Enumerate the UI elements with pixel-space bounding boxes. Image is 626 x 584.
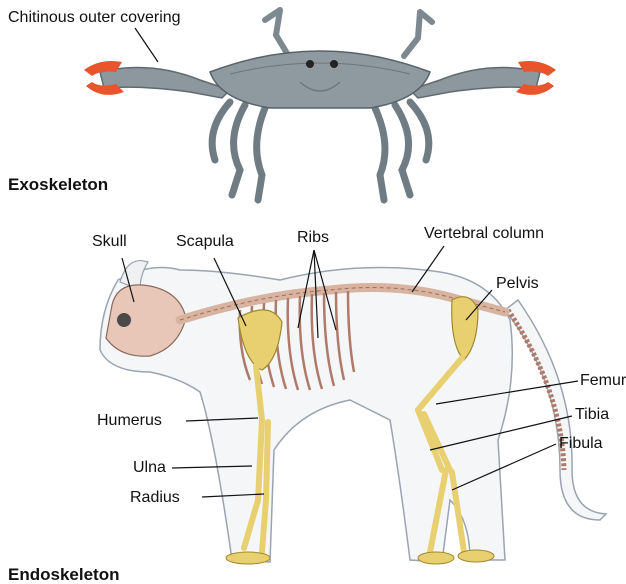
label-ribs: Ribs — [297, 230, 329, 246]
label-humerus: Humerus — [97, 413, 162, 429]
heading-endoskeleton: Endoskeleton — [8, 566, 119, 583]
label-skull: Skull — [92, 234, 127, 250]
label-vertebral-column: Vertebral column — [424, 226, 544, 242]
label-chitinous-outer-covering: Chitinous outer covering — [8, 10, 181, 26]
label-tibia: Tibia — [575, 407, 609, 423]
label-femur: Femur — [580, 373, 626, 389]
label-pelvis: Pelvis — [496, 276, 539, 292]
crab-eye-right — [330, 60, 338, 68]
crab-eye-left — [306, 60, 314, 68]
label-fibula: Fibula — [559, 436, 603, 452]
label-radius: Radius — [130, 490, 180, 506]
label-ulna: Ulna — [133, 460, 166, 476]
heading-exoskeleton: Exoskeleton — [8, 176, 108, 193]
leader-outer-covering — [135, 28, 158, 62]
cat-illustration — [100, 261, 606, 564]
radius-bone — [266, 422, 268, 500]
crab-carapace — [210, 51, 430, 108]
skull-eye-socket — [117, 313, 131, 327]
label-scapula: Scapula — [176, 234, 234, 250]
crab-illustration — [84, 10, 556, 200]
ulna-bone — [258, 420, 262, 500]
